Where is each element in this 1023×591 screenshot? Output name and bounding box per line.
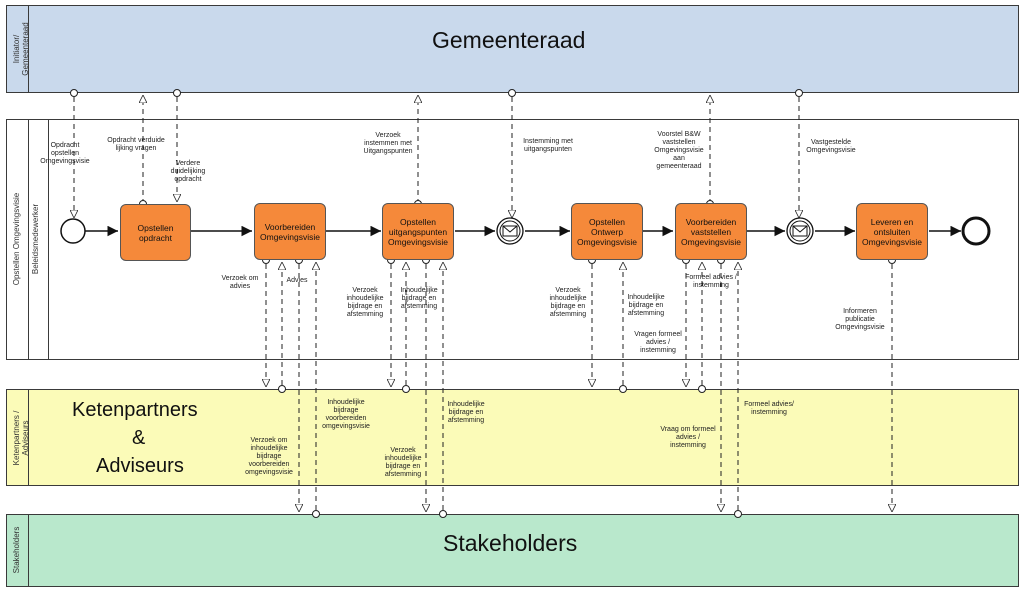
- label-formeel-advies-2: Formeel advies/ instemming: [744, 401, 794, 416]
- label-verzoek-om-advies: Verzoek om advies: [221, 275, 259, 290]
- lane-beleidsmedewerker-side: [29, 120, 49, 359]
- pool-ketenpartners: [6, 389, 1019, 486]
- pool-ketenpartners-side: [7, 390, 29, 485]
- ketenpartners-title-line1: Ketenpartners: [72, 399, 198, 421]
- message-catch-event-1: [496, 217, 524, 245]
- label-inhoudelijke-bijdrage-2: Inhoudelijke bijdrage en afstemming: [627, 294, 665, 317]
- label-inhoudelijke-bijdrage-1: Inhoudelijke bijdrage en afstemming: [400, 287, 438, 310]
- label-formeel-advies-1: Formeel advies / instemming: [685, 274, 737, 289]
- label-inhoudelijke-bijdrage-voorbereiden: Inhoudelijke bijdrage voorbereiden omgev…: [322, 399, 370, 430]
- task-voorbereiden-vaststellen[interactable]: Voorbereiden vaststellen Omgevingsvisie: [675, 203, 747, 260]
- message-flows: [74, 95, 892, 512]
- label-verzoek-instemmen: Verzoek instemmen met Uitgangspunten: [363, 132, 413, 155]
- pool-main-side: [7, 120, 29, 359]
- task-opstellen-uitgangspunten[interactable]: Opstellen uitgangspunten Omgevingsvisie: [382, 203, 454, 260]
- label-inhoudelijke-bijdrage-3: Inhoudelijke bijdrage en afstemming: [447, 401, 485, 424]
- label-opdracht-opstellen: Opdracht opstellen Omgevingsvisie: [40, 142, 90, 165]
- label-vraag-om-formeel-advies: Vraag om formeel advies / instemming: [660, 426, 716, 449]
- label-vragen-formeel-advies: Vragen formeel advies / instemming: [634, 331, 682, 354]
- pool-gemeenteraad-side: [7, 6, 29, 92]
- label-advies: Advies: [286, 277, 308, 284]
- ketenpartners-title-line3: Adviseurs: [96, 455, 184, 477]
- ketenpartners-title-line2: &: [132, 427, 146, 449]
- pool-gemeenteraad: [6, 5, 1019, 93]
- label-voorstel-bw: Voorstel B&W vaststellen Omgevingsvisie …: [654, 131, 704, 170]
- stakeholders-title: Stakeholders: [443, 530, 578, 556]
- start-event: [60, 218, 86, 244]
- label-verzoek-om-inhoudelijke-bijdrage: Verzoek om inhoudelijke bijdrage voorber…: [245, 437, 293, 476]
- label-opdracht-verduidelijking: Opdracht verduide lijking vragen: [107, 137, 165, 152]
- label-vastgestelde-omgevingsvisie: Vastgestelde Omgevingsvisie: [806, 139, 856, 154]
- task-voorbereiden-omgevingsvisie[interactable]: Voorbereiden Omgevingsvisie: [254, 203, 326, 260]
- task-leveren-ontsluiten[interactable]: Leveren en ontsluiten Omgevingsvisie: [856, 203, 928, 260]
- gemeenteraad-title: Gemeenteraad: [432, 27, 586, 53]
- label-informeren-publicatie: Informeren publicatie Omgevingsvisie: [835, 308, 885, 331]
- label-instemming-uitgangspunten: Instemming met uitgangspunten: [523, 138, 573, 153]
- label-verzoek-inhoudelijke-bijdrage-1: Verzoek inhoudelijke bijdrage en afstemm…: [346, 287, 384, 318]
- label-verdere-duidelijking: Verdere duidelijking opdracht: [170, 160, 206, 183]
- message-catch-event-2: [786, 217, 814, 245]
- message-sources: [70, 89, 896, 518]
- task-opstellen-ontwerp[interactable]: Opstellen Ontwerp Omgevingsvisie: [571, 203, 643, 260]
- task-opstellen-opdracht[interactable]: Opstellen opdracht: [120, 204, 191, 261]
- end-event: [961, 216, 991, 246]
- label-verzoek-inhoudelijke-bijdrage-2: Verzoek inhoudelijke bijdrage en afstemm…: [549, 287, 587, 318]
- pool-stakeholders-side: [7, 515, 29, 586]
- pool-stakeholders: [6, 514, 1019, 587]
- label-verzoek-inhoudelijke-bijdrage-3: Verzoek inhoudelijke bijdrage en afstemm…: [384, 447, 422, 478]
